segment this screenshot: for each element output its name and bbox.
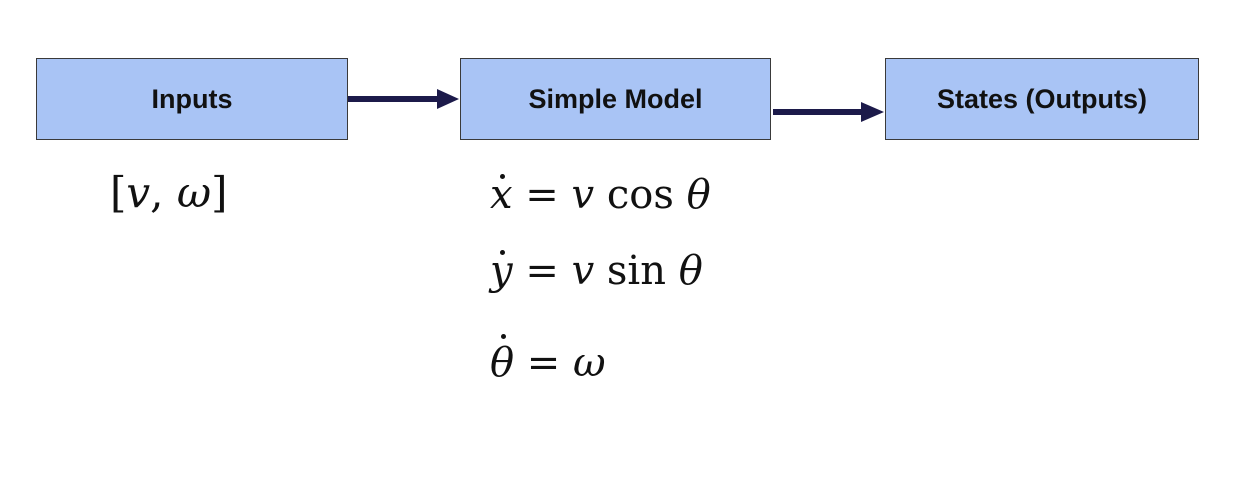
sin-function: sin	[594, 248, 679, 294]
equation-y-dot: y = v sin θ	[490, 248, 703, 294]
y-dot-symbol: y	[490, 248, 513, 294]
simple-model-block-label: Simple Model	[528, 83, 703, 114]
inputs-block: Inputs	[36, 58, 348, 140]
v-symbol: v	[571, 172, 595, 218]
equals-sign: =	[512, 172, 572, 218]
cos-function: cos	[594, 172, 687, 218]
theta-symbol: θ	[686, 172, 711, 218]
input-vector: [v, ω]	[110, 168, 227, 217]
theta-dot-symbol: θ	[490, 334, 515, 386]
x-dot-symbol: x	[490, 172, 513, 218]
input-vector-open-bracket: [	[110, 168, 127, 217]
simple-model-block: Simple Model	[460, 58, 771, 140]
arrow-model-to-states	[773, 102, 884, 122]
v-symbol: v	[571, 248, 595, 294]
equals-sign: =	[512, 248, 572, 294]
theta-symbol: θ	[678, 248, 703, 294]
input-vector-comma: ,	[150, 168, 177, 217]
input-v-symbol: v	[126, 168, 151, 217]
omega-symbol: ω	[573, 340, 606, 386]
states-outputs-block-label: States (Outputs)	[936, 83, 1147, 114]
input-omega-symbol: ω	[176, 168, 212, 217]
inputs-block-label: Inputs	[151, 83, 233, 114]
equation-theta-dot: θ = ω	[490, 334, 606, 386]
arrow-inputs-to-model	[348, 89, 459, 109]
input-vector-close-bracket: ]	[211, 168, 228, 217]
equals-sign: =	[514, 340, 574, 386]
equation-x-dot: x = v cos θ	[490, 172, 711, 218]
states-outputs-block: States (Outputs)	[885, 58, 1199, 140]
